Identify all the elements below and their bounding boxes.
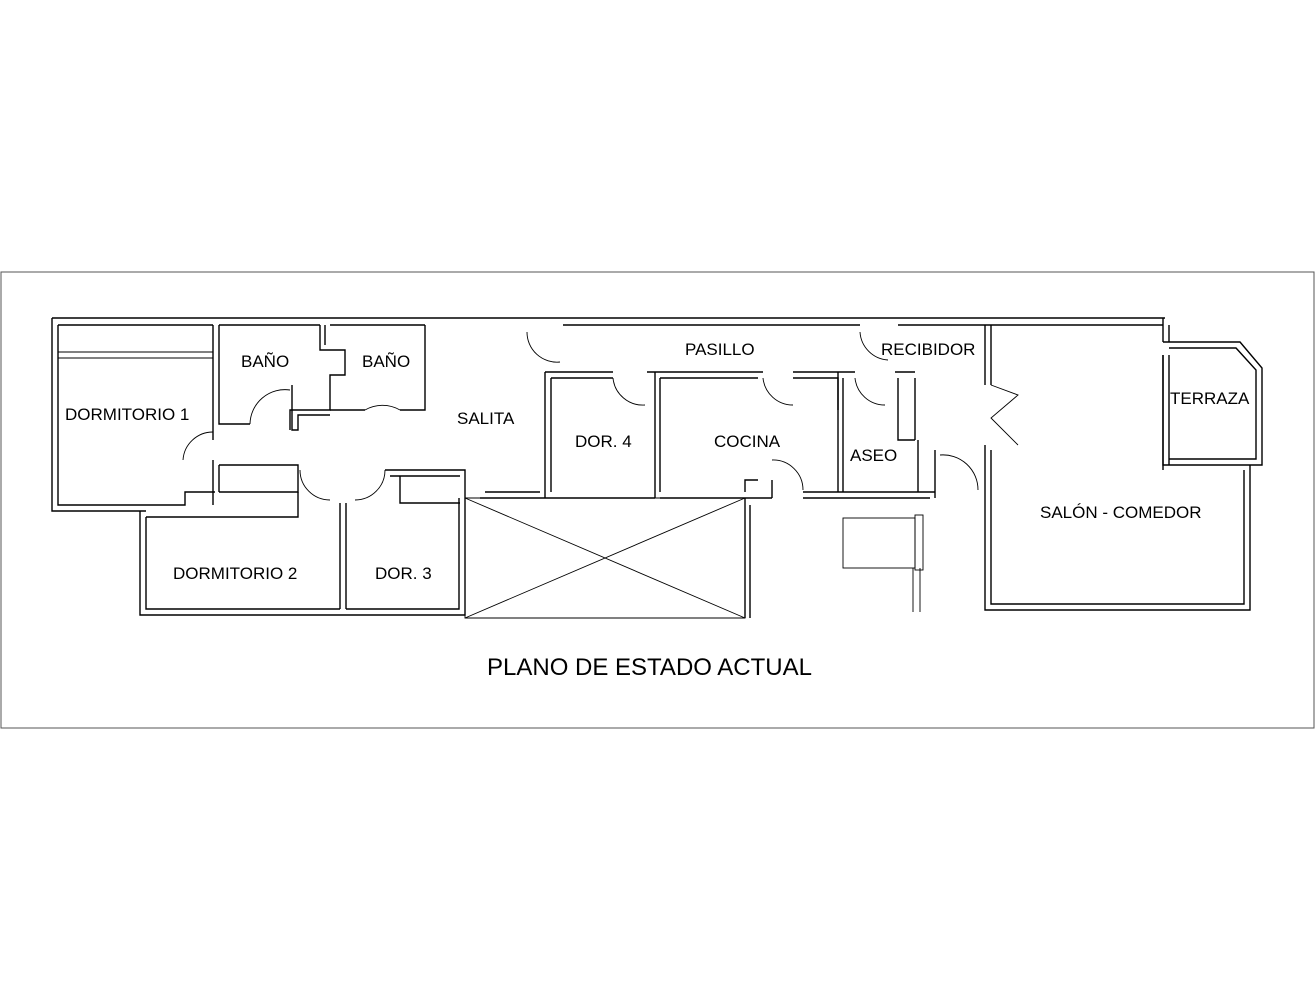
interior-walls	[58, 325, 936, 612]
room-label-salon-comedor: SALÓN - COMEDOR	[1040, 503, 1202, 522]
plan-title: PLANO DE ESTADO ACTUAL	[487, 654, 812, 681]
drawing-frame	[0, 271, 1315, 729]
room-label-salita: SALITA	[457, 409, 515, 428]
room-label-pasillo: PASILLO	[685, 340, 755, 359]
room-label-aseo: ASEO	[850, 446, 897, 465]
room-label-dormitorio-1: DORMITORIO 1	[65, 405, 189, 424]
exterior-walls	[51, 317, 1263, 619]
room-label-dor-3: DOR. 3	[375, 564, 432, 583]
room-label-dor-4: DOR. 4	[575, 432, 632, 451]
room-label-bano-2: BAÑO	[362, 352, 410, 371]
room-label-terraza: TERRAZA	[1170, 389, 1250, 408]
door-swings	[182, 331, 1019, 501]
room-label-dormitorio-2: DORMITORIO 2	[173, 564, 297, 583]
room-label-bano-1: BAÑO	[241, 352, 289, 371]
room-label-recibidor: RECIBIDOR	[881, 340, 975, 359]
room-labels: DORMITORIO 1 BAÑO BAÑO SALITA PASILLO RE…	[65, 340, 1250, 583]
room-label-cocina: COCINA	[714, 432, 781, 451]
